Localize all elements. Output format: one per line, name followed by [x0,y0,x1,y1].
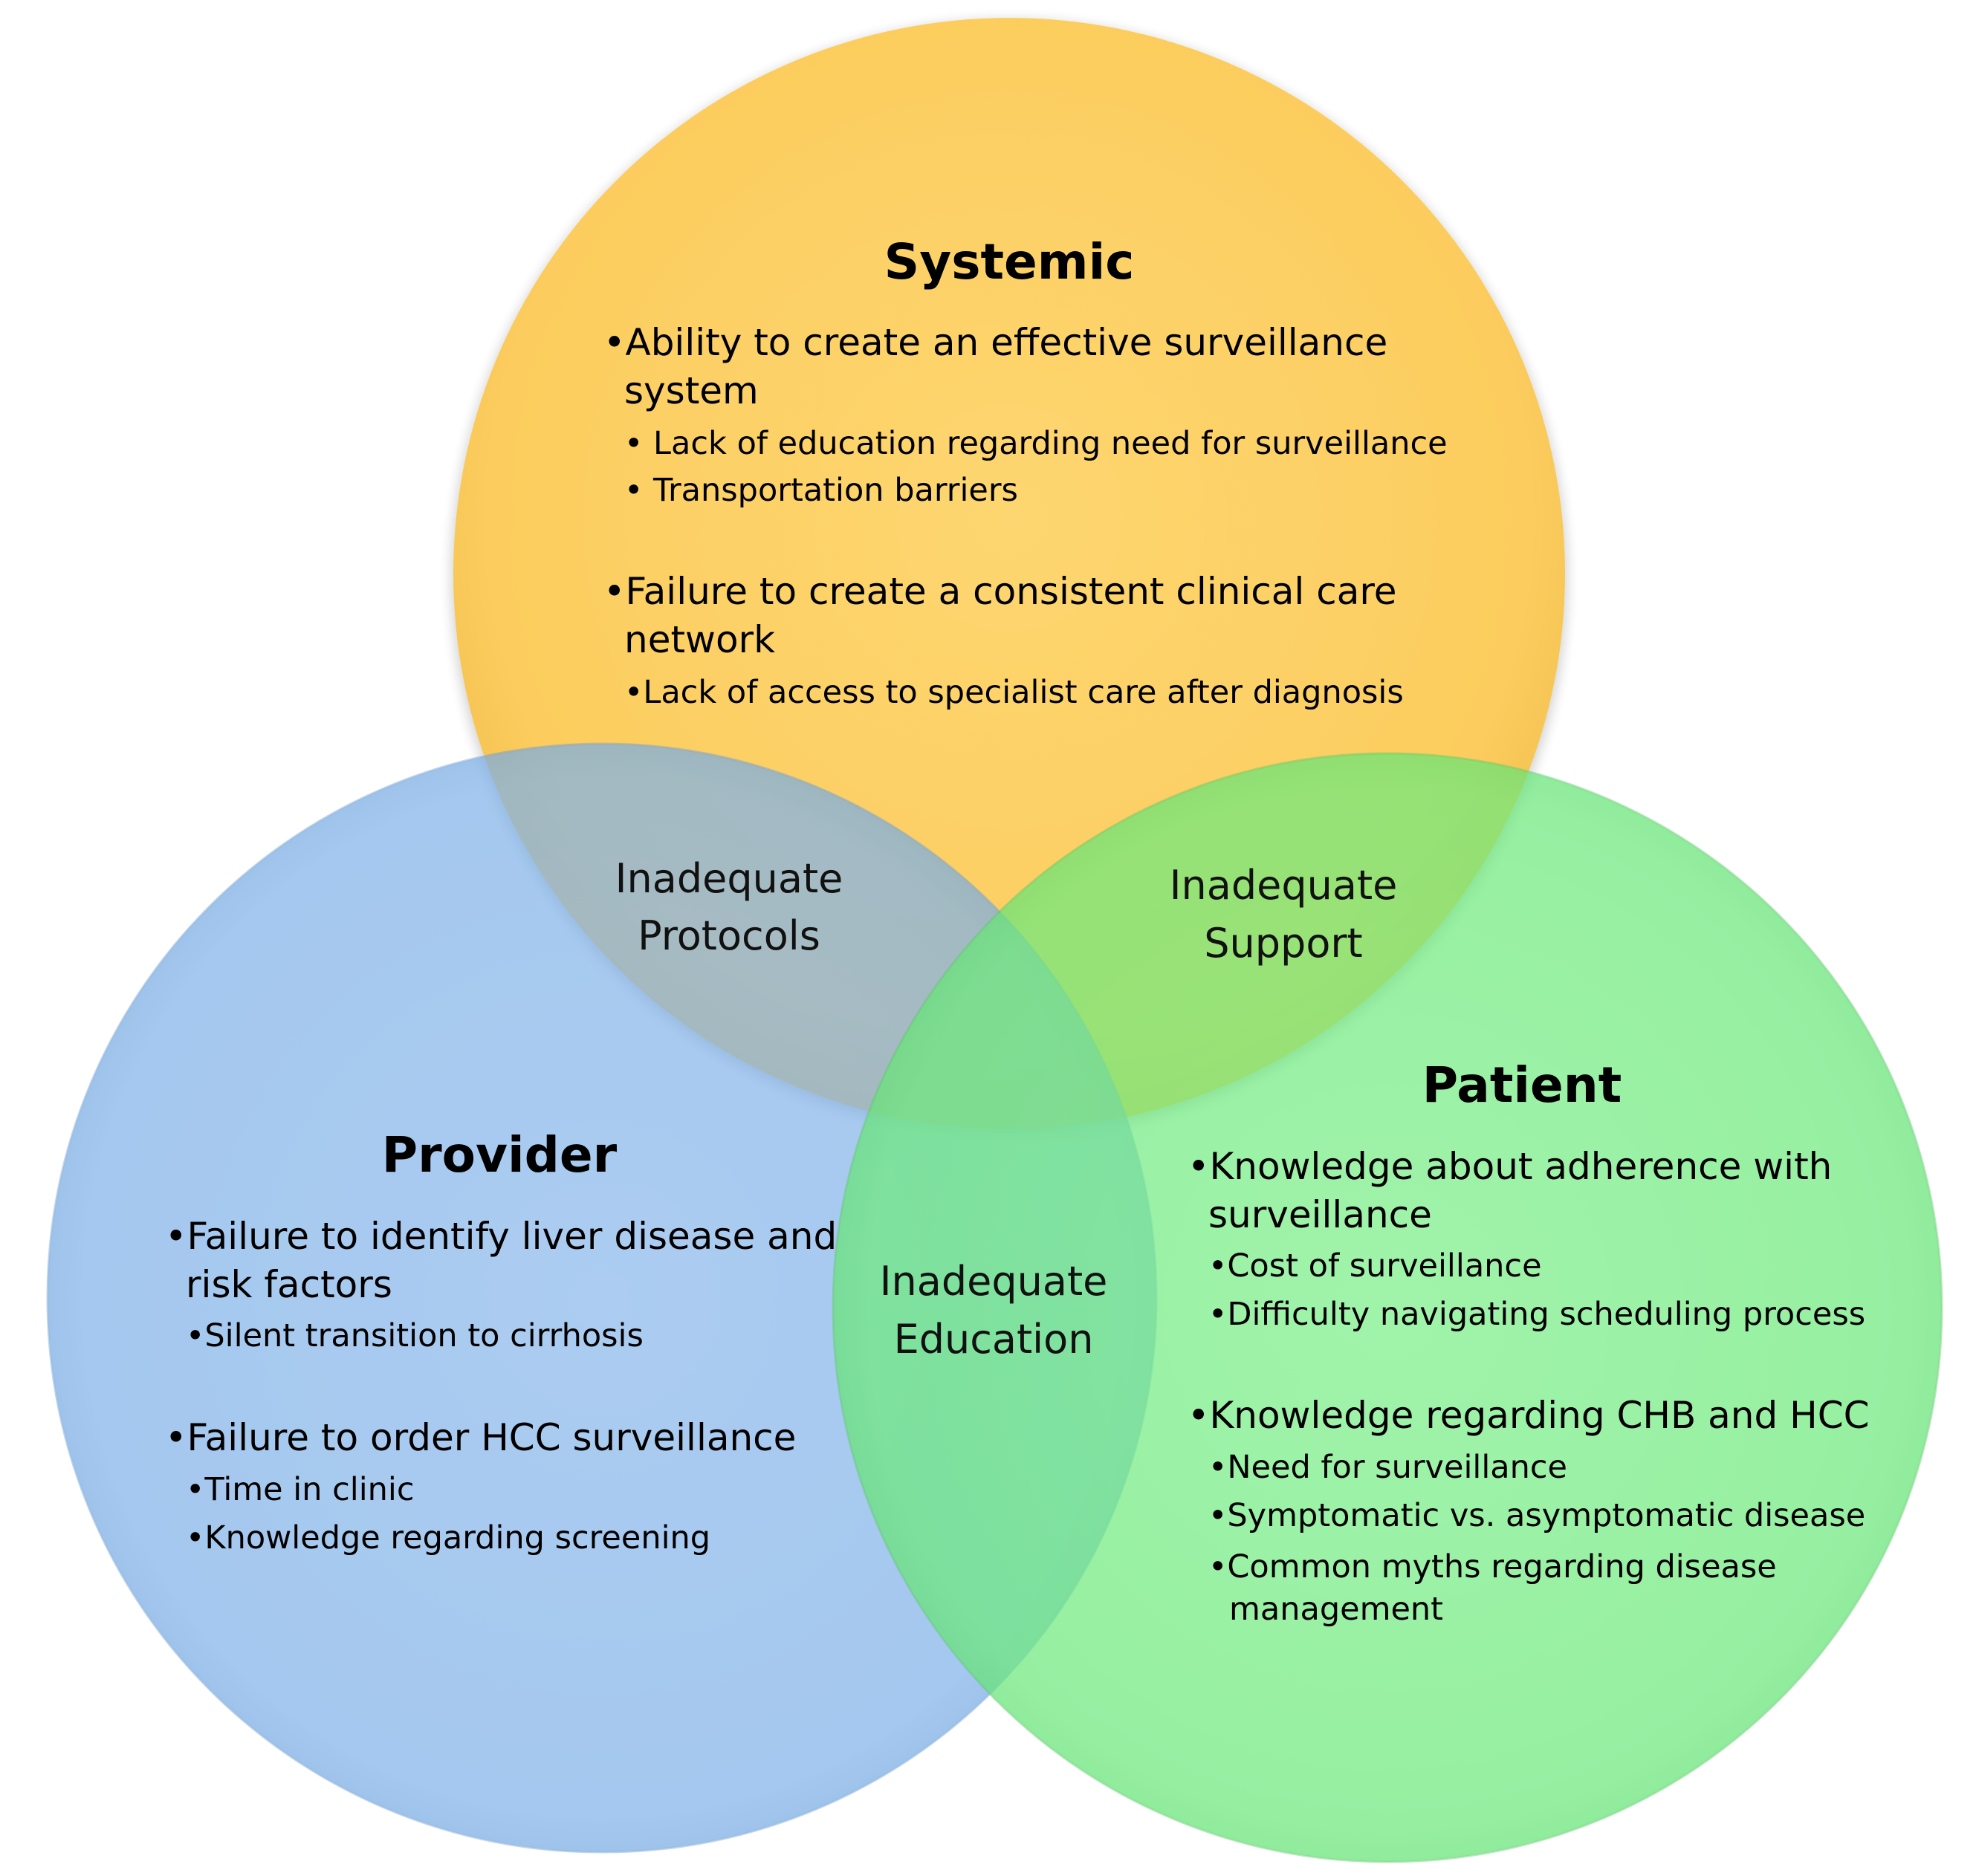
patient-item-2-sub-3: •Common myths regarding disease [1208,1548,1777,1585]
overlap-support-line-1: Inadequate [1170,862,1398,909]
patient-item-1-line-2: surveillance [1208,1193,1432,1236]
provider-item-2-sub-2: •Knowledge regarding screening [186,1519,710,1557]
provider-item-1-line-2: risk factors [186,1263,392,1306]
patient-item-2-sub-4: management [1229,1591,1443,1628]
systemic-item-1-line-2: system [624,369,759,412]
overlap-protocols-line-1: Inadequate [615,855,843,902]
systemic-item-1-line-1: •Ability to create an effective surveill… [603,321,1387,364]
provider-item-2-sub-1: •Time in clinic [186,1471,415,1508]
patient-circle [832,752,1943,1863]
systemic-item-1-sub-2: • Transportation barriers [624,472,1018,509]
overlap-education-line-2: Education [894,1316,1094,1363]
systemic-item-1-sub-1: • Lack of education regarding need for s… [624,425,1448,462]
circles-layer [46,18,1943,1863]
systemic-item-2-sub-1: •Lack of access to specialist care after… [624,674,1404,711]
patient-item-2-line-1: •Knowledge regarding CHB and HCC [1188,1394,1870,1437]
provider-item-1-sub-1: •Silent transition to cirrhosis [186,1317,644,1354]
patient-item-1-sub-2: •Difficulty navigating scheduling proces… [1208,1296,1865,1333]
overlap-support-line-2: Support [1204,920,1362,967]
patient-group: Patient •Knowledge about adherence with … [1188,1057,1870,1628]
provider-title: Provider [382,1126,618,1184]
systemic-item-2-line-1: •Failure to create a consistent clinical… [603,570,1397,613]
provider-item-1-line-1: •Failure to identify liver disease and [165,1215,837,1258]
overlap-education-line-1: Inadequate [880,1258,1108,1305]
patient-item-2-sub-1: •Need for surveillance [1208,1449,1567,1486]
patient-item-1-line-1: •Knowledge about adherence with [1188,1145,1832,1188]
patient-item-1-sub-1: •Cost of surveillance [1208,1247,1542,1285]
systemic-item-2-line-2: network [624,618,775,661]
provider-group: Provider •Failure to identify liver dise… [165,1126,837,1557]
overlap-protocols-line-2: Protocols [638,912,820,959]
patient-item-2-sub-2: •Symptomatic vs. asymptomatic disease [1208,1497,1865,1534]
patient-title: Patient [1422,1057,1622,1114]
systemic-title: Systemic [884,233,1135,291]
systemic-group: Systemic •Ability to create an effective… [603,233,1448,711]
provider-item-2-line-1: •Failure to order HCC surveillance [165,1416,796,1459]
overlap-labels: Inadequate Protocols Inadequate Support … [615,855,1398,1363]
